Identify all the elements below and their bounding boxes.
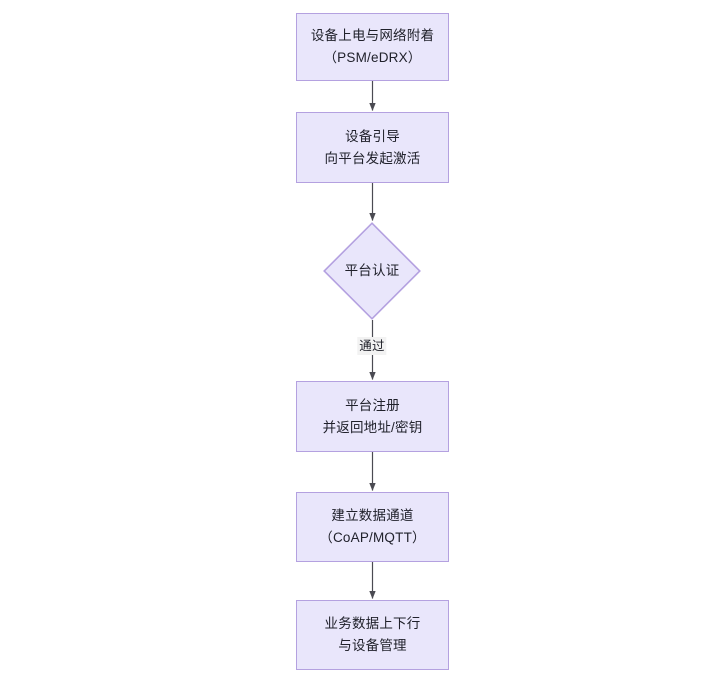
node-label: 平台注册 并返回地址/密钥 [322,397,423,435]
edge-label-pass: 通过 [357,337,387,355]
node-platform-register[interactable]: 平台注册 并返回地址/密钥 [296,381,449,452]
node-label: 业务数据上下行 与设备管理 [324,616,421,653]
node-platform-auth-decision[interactable]: 平台认证 [323,222,421,320]
node-business-data-and-device-mgmt[interactable]: 业务数据上下行 与设备管理 [296,600,449,670]
node-device-power-on[interactable]: 设备上电与网络附着 （PSM/eDRX） [296,13,449,81]
node-label: 设备上电与网络附着 （PSM/eDRX） [310,28,435,65]
node-label: 建立数据通道 （CoAP/MQTT） [319,508,426,545]
node-device-bootstrap[interactable]: 设备引导 向平台发起激活 [296,112,449,183]
node-establish-data-channel[interactable]: 建立数据通道 （CoAP/MQTT） [296,492,449,562]
node-label: 设备引导 向平台发起激活 [324,128,421,166]
node-label: 平台认证 [344,263,400,278]
diamond-icon [323,222,421,320]
